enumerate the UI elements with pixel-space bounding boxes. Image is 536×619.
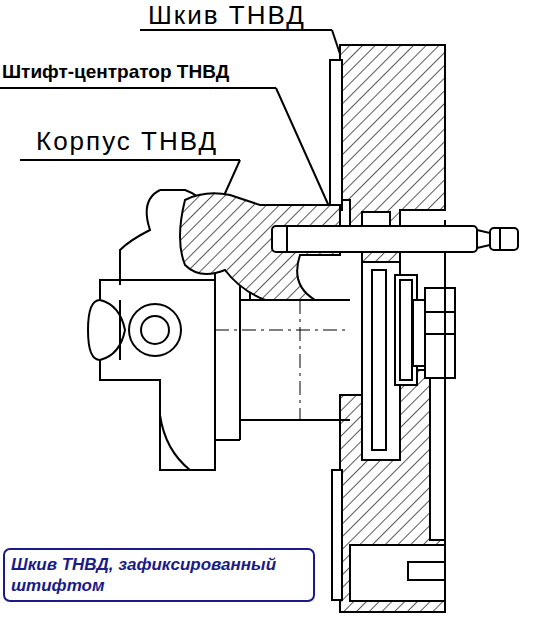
- caption-text: Шкив ТНВД, зафиксированный штифтом: [11, 555, 276, 595]
- part-label: Шкив ТНВД: [148, 0, 306, 31]
- part-label: Штифт-центратор ТНВД: [2, 61, 229, 83]
- part-label: Корпус ТНВД: [36, 126, 218, 157]
- caption-box: Шкив ТНВД, зафиксированный штифтом: [3, 548, 315, 602]
